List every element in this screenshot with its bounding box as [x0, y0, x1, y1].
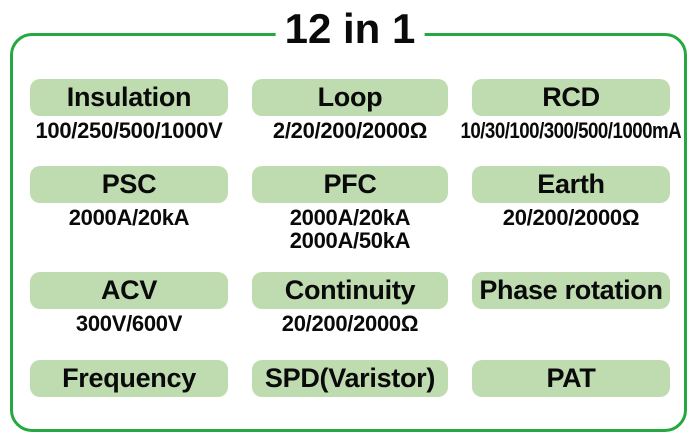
function-cell-loop: Loop 2/20/200/2000Ω [252, 79, 448, 166]
function-ranges: 2000A/20kA [69, 206, 190, 229]
functions-grid: Insulation 100/250/500/1000V Loop 2/20/2… [30, 79, 682, 420]
function-pill: Frequency [30, 360, 228, 397]
function-label: Earth [537, 169, 605, 199]
function-label: Loop [317, 82, 383, 112]
function-pill: PAT [472, 360, 670, 397]
function-label: Phase rotation [479, 275, 663, 305]
range-line: 10/30/100/300/500/1000mA [460, 118, 682, 143]
function-ranges: 20/200/2000Ω [502, 205, 640, 230]
function-pill: Earth [472, 166, 670, 203]
range-line: 100/250/500/1000V [35, 118, 223, 143]
function-pill: Phase rotation [472, 272, 670, 309]
function-label: PFC [323, 169, 377, 199]
function-pill: Insulation [30, 79, 228, 116]
function-ranges: 100/250/500/1000V [36, 119, 223, 142]
function-pill: SPD(Varistor) [252, 360, 448, 397]
range-line: 20/200/2000Ω [281, 311, 419, 336]
function-ranges: 300V/600V [76, 312, 182, 335]
function-cell-pfc: PFC 2000A/20kA 2000A/50kA [252, 166, 448, 272]
function-pill: Loop [252, 79, 448, 116]
function-label: PAT [546, 363, 596, 393]
function-label: RCD [542, 82, 600, 112]
function-pill: RCD [472, 79, 670, 116]
function-pill: ACV [30, 272, 228, 309]
function-cell-spd-varistor: SPD(Varistor) [252, 360, 448, 420]
function-ranges: 10/30/100/300/500/1000mA [461, 119, 682, 142]
range-line: 20/200/2000Ω [502, 205, 640, 230]
function-cell-earth: Earth 20/200/2000Ω [472, 166, 670, 272]
function-ranges: 2/20/200/2000Ω [273, 119, 427, 142]
function-cell-phase-rotation: Phase rotation [472, 272, 670, 360]
function-cell-pat: PAT [472, 360, 670, 420]
function-cell-acv: ACV 300V/600V [30, 272, 228, 360]
function-pill: Continuity [252, 272, 448, 309]
range-line: 2000A/20kA [68, 205, 190, 230]
page-title: 12 in 1 [275, 4, 425, 54]
function-ranges: 20/200/2000Ω [281, 311, 419, 336]
function-label: Insulation [66, 82, 192, 112]
function-cell-insulation: Insulation 100/250/500/1000V [30, 79, 228, 166]
range-line: 300V/600V [75, 311, 183, 336]
range-line: 2/20/200/2000Ω [272, 118, 428, 143]
function-label: ACV [100, 275, 158, 305]
function-pill: PSC [30, 166, 228, 203]
function-cell-frequency: Frequency [30, 360, 228, 420]
function-label: SPD(Varistor) [264, 363, 436, 393]
function-label: Frequency [62, 363, 196, 393]
function-ranges: 2000A/20kA 2000A/50kA [290, 206, 411, 252]
function-pill: PFC [252, 166, 448, 203]
function-label: PSC [101, 169, 157, 199]
function-cell-rcd: RCD 10/30/100/300/500/1000mA [461, 79, 682, 166]
function-cell-continuity: Continuity 20/200/2000Ω [252, 272, 448, 360]
range-line: 2000A/20kA [289, 205, 411, 230]
function-cell-psc: PSC 2000A/20kA [30, 166, 228, 272]
function-label: Continuity [284, 275, 416, 305]
range-line: 2000A/50kA [289, 228, 411, 253]
